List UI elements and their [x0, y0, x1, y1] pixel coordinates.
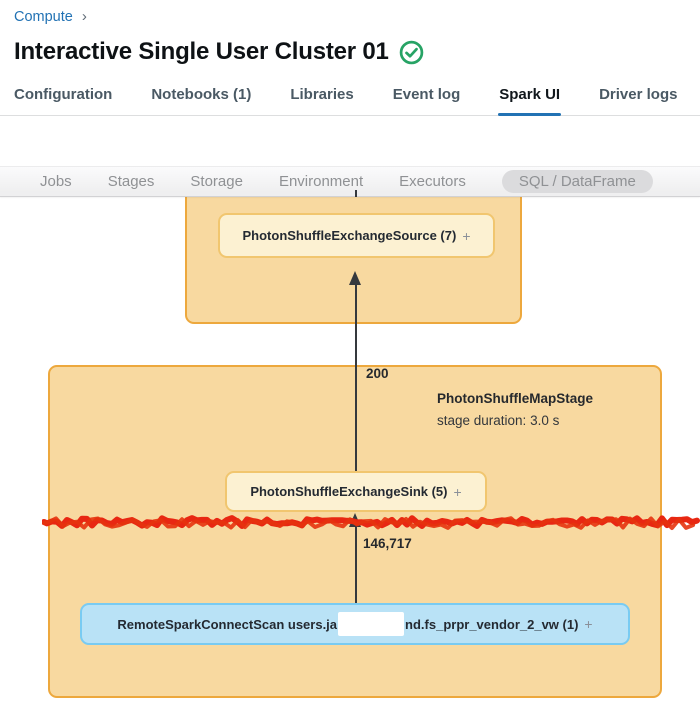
- page-header: Interactive Single User Cluster 01: [14, 38, 424, 66]
- node-photon-shuffle-exchange-source[interactable]: PhotonShuffleExchangeSource (7) +: [218, 213, 495, 258]
- node-remote-spark-connect-scan[interactable]: RemoteSparkConnectScan users.ja nd.fs_prp…: [80, 603, 630, 645]
- node-label: PhotonShuffleExchangeSink (5): [250, 484, 448, 499]
- tab-notebooks[interactable]: Notebooks (1): [151, 86, 252, 103]
- stage-caption: PhotonShuffleMapStage stage duration: 3.…: [437, 388, 593, 432]
- spark-ui-navbar: Jobs Stages Storage Environment Executor…: [0, 166, 700, 197]
- breadcrumb-compute-link[interactable]: Compute: [14, 8, 73, 25]
- spark-nav-stages[interactable]: Stages: [107, 173, 155, 190]
- edge-stub-top: [355, 190, 357, 197]
- tab-event-log[interactable]: Event log: [392, 86, 461, 103]
- expand-plus-icon[interactable]: +: [584, 616, 593, 632]
- spark-nav-sql-dataframe[interactable]: SQL / DataFrame: [501, 170, 653, 193]
- edge-rowcount-146717: 146,717: [363, 536, 412, 551]
- spark-nav-executors[interactable]: Executors: [399, 173, 466, 190]
- expand-plus-icon[interactable]: +: [462, 227, 471, 244]
- spark-nav-storage[interactable]: Storage: [190, 173, 243, 190]
- expand-plus-icon[interactable]: +: [453, 483, 462, 500]
- node-label: PhotonShuffleExchangeSource (7): [242, 228, 457, 243]
- tab-spark-ui[interactable]: Spark UI: [498, 82, 561, 116]
- edge-line-lower: [355, 525, 357, 603]
- edge-rowcount-200: 200: [366, 366, 389, 381]
- page-title: Interactive Single User Cluster 01: [14, 38, 389, 65]
- redaction-box: [338, 612, 405, 636]
- tab-driver-logs[interactable]: Driver logs: [599, 86, 678, 103]
- breadcrumb-chevron-icon: ›: [81, 8, 87, 25]
- edge-line-upper: [355, 283, 357, 471]
- spark-nav-jobs[interactable]: Jobs: [40, 173, 72, 190]
- edge-arrowhead-upper: [349, 271, 361, 285]
- breadcrumb: Compute ›: [14, 8, 87, 25]
- stage-duration: stage duration: 3.0 s: [437, 413, 560, 428]
- cluster-running-icon: [399, 40, 423, 64]
- spark-nav-environment[interactable]: Environment: [278, 173, 364, 190]
- cluster-tabs: Configuration Notebooks (1) Libraries Ev…: [0, 82, 700, 116]
- stage-name: PhotonShuffleMapStage: [437, 391, 593, 406]
- tab-libraries[interactable]: Libraries: [290, 86, 354, 103]
- node-label: nd.fs_prpr_vendor_2_vw (1): [405, 616, 579, 632]
- edge-arrowhead-lower: [349, 513, 361, 527]
- node-photon-shuffle-exchange-sink[interactable]: PhotonShuffleExchangeSink (5) +: [225, 471, 487, 512]
- tab-configuration[interactable]: Configuration: [14, 86, 113, 103]
- node-label: RemoteSparkConnectScan users.ja: [117, 616, 338, 632]
